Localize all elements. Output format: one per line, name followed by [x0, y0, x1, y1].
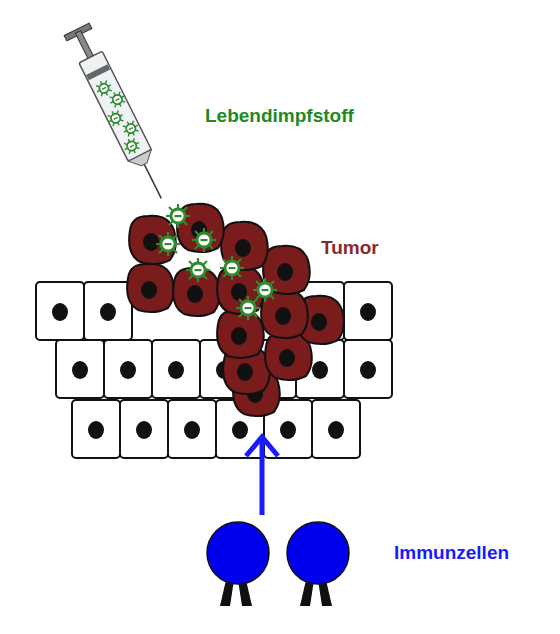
- virus-particle: [253, 278, 277, 302]
- arrow-head: [246, 437, 278, 456]
- arrow-shaft: [260, 440, 265, 515]
- virus-particle: [121, 136, 142, 157]
- tissue-cell: [344, 282, 392, 340]
- immune-cell-label: Immunzellen: [394, 541, 554, 565]
- syringe-tip: [128, 150, 156, 171]
- vaccine-label: Lebendimpfstoff: [205, 104, 375, 128]
- tumor: [127, 204, 344, 416]
- tissue-cell: [56, 340, 104, 398]
- viruses: [156, 204, 277, 320]
- tissue-cell: [344, 340, 392, 398]
- virus-particle: [236, 296, 260, 320]
- virus-particle: [94, 78, 115, 99]
- virus-particle: [107, 89, 128, 110]
- tumor-cell: [127, 264, 174, 312]
- tissue-cell: [120, 400, 168, 458]
- tumor-label: Tumor: [321, 236, 411, 260]
- tissue-cell: [168, 400, 216, 458]
- virus-particle: [192, 228, 216, 252]
- tissue-cell: [84, 282, 132, 340]
- virus-particle: [120, 118, 141, 139]
- syringe: [64, 23, 174, 205]
- attack-arrow: [246, 437, 278, 515]
- virus-particle: [156, 232, 180, 256]
- plunger-head: [86, 64, 110, 80]
- immune-cells: [207, 522, 349, 606]
- immune-cell: [287, 522, 349, 584]
- virus-particle: [166, 204, 190, 228]
- virus-particle: [105, 108, 126, 129]
- tissue-cell: [36, 282, 84, 340]
- tissue-cell: [72, 400, 120, 458]
- virus-particle: [186, 258, 210, 282]
- tissue-cell: [312, 400, 360, 458]
- virus-particle: [220, 256, 244, 280]
- needle: [144, 164, 161, 198]
- immune-cell: [207, 522, 269, 584]
- tissue-cell: [152, 340, 200, 398]
- syringe-barrel: [79, 51, 152, 161]
- tissue-cell: [104, 340, 152, 398]
